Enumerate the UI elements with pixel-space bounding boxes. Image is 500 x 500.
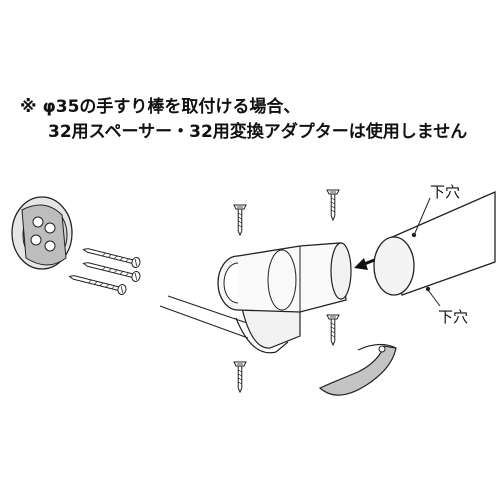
note-line-1: ※ φ35の手すり棒を取付ける場合、 [20,97,301,117]
handrail-bar [373,191,496,296]
note-line-2: 32用スペーサー・32用変換アダプターは使用しません [48,122,468,142]
wall-bracket [11,196,73,270]
callout-upper-hole: 下穴 [414,183,460,234]
label-bottom-hole-lower: 下穴 [438,308,468,326]
long-bolts [67,244,142,296]
instruction-note: ※ φ35の手すり棒を取付ける場合、 32用スペーサー・32用変換アダプターは使… [20,95,490,145]
callout-lower-hole: 下穴 [427,289,468,326]
elbow-connector [217,242,352,354]
end-cap [318,343,397,396]
label-bottom-hole-upper: 下穴 [430,183,460,201]
